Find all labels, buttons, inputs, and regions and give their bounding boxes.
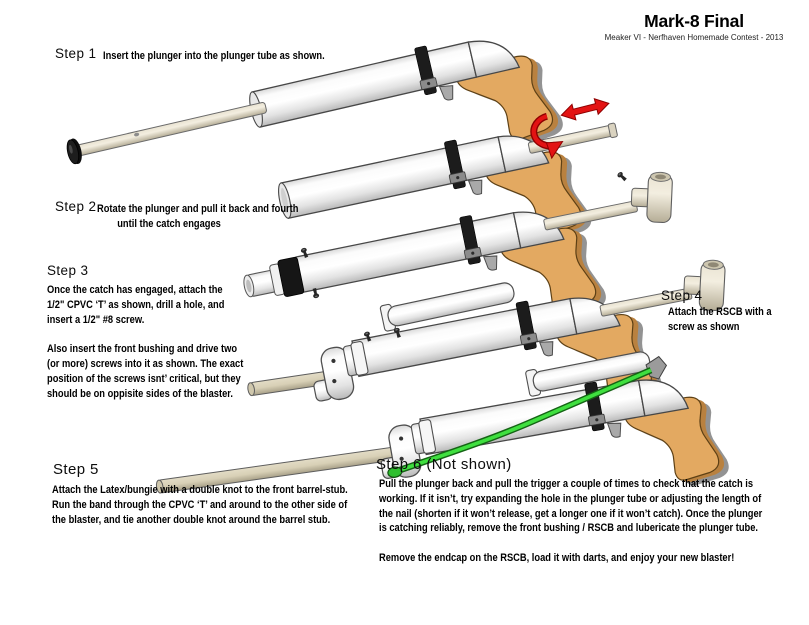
step2-trigger bbox=[468, 177, 486, 197]
step2-handle-grip bbox=[483, 145, 595, 253]
step4-text: Attach the RSCB with a screw as shown bbox=[668, 306, 772, 333]
step4-handle-grip bbox=[554, 308, 665, 415]
step3-trigger bbox=[483, 253, 500, 272]
page-header: Mark-8 Final Meaker VI - Nerfhaven Homem… bbox=[596, 11, 792, 42]
step2-strap-clamp bbox=[441, 138, 469, 191]
step3-strap-clamp bbox=[456, 214, 484, 266]
step1-label: Step 1 bbox=[55, 46, 97, 61]
step3-label: Step 3 bbox=[47, 263, 89, 278]
page-title: Mark-8 Final bbox=[644, 11, 744, 31]
step3-plunger-rod bbox=[543, 200, 638, 231]
step4-label: Step 4 bbox=[661, 288, 703, 303]
step2-blaster-illustration bbox=[278, 98, 618, 253]
step1-handle-grip bbox=[453, 49, 567, 158]
step4-trigger bbox=[539, 339, 556, 358]
t-screw-icon bbox=[616, 170, 628, 183]
step1-text: Insert the plunger into the plunger tube… bbox=[103, 50, 325, 62]
cpvc-t-fitting bbox=[630, 170, 674, 224]
step6-label: Step 6 (Not shown) bbox=[376, 456, 512, 473]
step5-rscb-tube bbox=[525, 351, 651, 397]
bushing-screw-top-icon bbox=[300, 247, 310, 259]
step1-plunger-rod bbox=[71, 102, 267, 158]
step5-label: Step 5 bbox=[53, 461, 99, 478]
step6-text: Pull the plunger back and pull the trigg… bbox=[379, 478, 763, 564]
pull-back-forth-arrow-icon bbox=[560, 98, 610, 121]
step4-cpvc-t-fitting bbox=[682, 258, 727, 312]
band-clip bbox=[645, 355, 668, 380]
step2-label: Step 2 bbox=[55, 199, 97, 214]
step1-trigger bbox=[439, 83, 457, 102]
rotate-arrow-icon bbox=[530, 112, 564, 160]
step2-text: Rotate the plunger and pull it back and … bbox=[97, 203, 299, 230]
step1-plunger-endcap bbox=[64, 136, 85, 167]
step5-trigger bbox=[607, 420, 624, 439]
step2-plunger-rod bbox=[527, 124, 615, 154]
step5-strap-clamp bbox=[581, 380, 608, 433]
step3-text: Once the catch has engaged, attach the 1… bbox=[47, 284, 244, 400]
page-subtitle: Meaker VI - Nerfhaven Homemade Contest -… bbox=[604, 33, 784, 42]
